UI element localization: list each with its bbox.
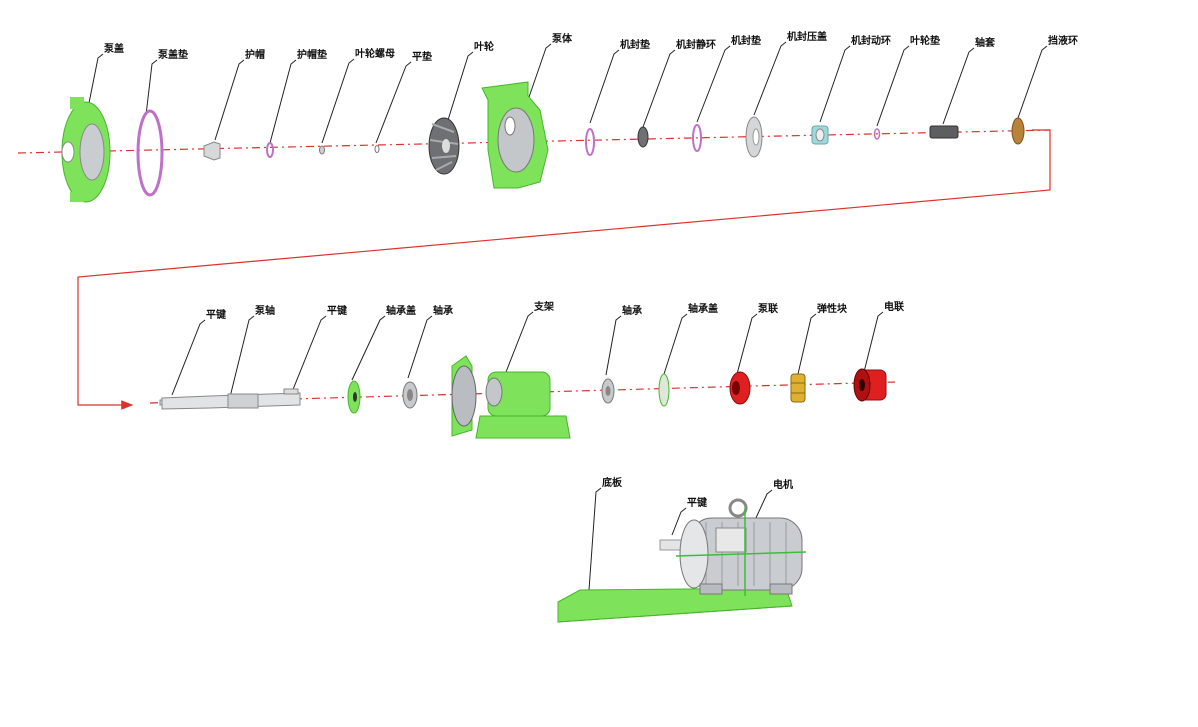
leader-row2-10 [863, 311, 884, 373]
seal-gasket-icon [692, 124, 702, 152]
flat-key-icon [659, 539, 683, 551]
splash-ring-icon [1011, 117, 1025, 145]
label-row1-3: 护帽垫 [297, 48, 327, 61]
label-row1-15: 挡液环 [1048, 34, 1078, 47]
bracket-icon [451, 355, 571, 439]
flat-key-icon [283, 388, 299, 395]
label-row1-8: 机封垫 [620, 38, 650, 51]
pump-cover-gasket-icon [136, 109, 164, 197]
leader-row1-12 [819, 45, 851, 123]
leader-row2-0 [171, 319, 206, 396]
bearing-cover-icon [658, 373, 670, 407]
label-row1-10: 机封垫 [731, 34, 761, 47]
label-row1-11: 机封压盖 [787, 30, 827, 43]
pump-casing-icon [481, 81, 549, 189]
label-row2-3: 轴承盖 [386, 304, 416, 317]
leader-row1-11 [753, 41, 787, 116]
bearing-icon [601, 378, 615, 404]
leader-row2-9 [797, 313, 817, 375]
leader-row1-14 [942, 47, 975, 125]
leader-row1-0 [87, 53, 104, 109]
label-row1-1: 泵盖垫 [158, 48, 188, 61]
label-row1-13: 叶轮垫 [910, 34, 940, 47]
label-row2-9: 弹性块 [817, 302, 848, 315]
pump-shaft-icon [161, 392, 301, 410]
label-row2-2: 平键 [327, 304, 348, 317]
leader-row1-15 [1017, 45, 1048, 119]
leader-row1-9 [642, 49, 676, 128]
leader-row2-3 [351, 315, 386, 381]
seal-rotating-ring-icon [811, 125, 829, 145]
protective-cap-icon [203, 141, 221, 161]
pump-coupling-icon [729, 371, 751, 405]
base-plate-icon [557, 587, 793, 623]
leader-row3-1 [671, 507, 687, 536]
bearing-cover-icon [347, 380, 361, 414]
label-row1-2: 护帽 [245, 48, 265, 61]
leader-row3-0 [588, 487, 602, 591]
cap-gasket-icon [266, 142, 274, 158]
label-row2-4: 轴承 [433, 304, 453, 317]
leader-row1-1 [145, 59, 158, 116]
leader-row2-2 [291, 315, 327, 393]
bearing-icon [402, 381, 418, 409]
label-row1-14: 轴套 [975, 36, 996, 49]
motor-coupling-icon [853, 368, 887, 402]
leader-row2-4 [407, 315, 433, 379]
label-row1-7: 泵体 [552, 32, 573, 45]
leader-row2-7 [663, 313, 688, 375]
pump-cover-icon [61, 97, 111, 203]
impeller-nut-icon [319, 145, 325, 155]
elastic-block-icon [790, 373, 806, 403]
label-row1-0: 泵盖 [104, 42, 124, 55]
label-row1-9: 机封静环 [676, 38, 716, 51]
shaft-sleeve-icon [929, 125, 959, 139]
leader-row2-6 [605, 315, 622, 376]
leader-row1-3 [269, 59, 297, 144]
leader-row1-4 [321, 58, 355, 144]
label-row1-6: 叶轮 [474, 40, 494, 53]
parts [61, 81, 1025, 623]
label-row2-0: 平键 [206, 308, 227, 321]
leader-row1-10 [696, 45, 731, 123]
label-row1-5: 平垫 [412, 50, 432, 63]
impeller-washer-icon [873, 128, 881, 140]
leader-row1-13 [876, 45, 910, 127]
label-row2-8: 泵联 [758, 302, 778, 315]
label-row3-0: 底板 [602, 476, 623, 489]
seal-stationary-ring-icon [637, 126, 649, 148]
axis-connector [77, 129, 1051, 410]
leader-row2-1 [229, 315, 255, 398]
label-row2-7: 轴承盖 [688, 302, 718, 315]
label-row1-4: 叶轮螺母 [355, 47, 395, 60]
label-row2-5: 支架 [533, 300, 554, 313]
labels: 泵盖 泵盖垫 护帽 护帽垫 叶轮螺母 平垫 叶轮 泵体 机封垫 机封静环 机封垫 机封压盖 机封动环 叶轮… [104, 30, 1078, 509]
leader-row2-8 [736, 313, 758, 375]
electric-motor-icon [675, 498, 807, 596]
flat-washer-icon [374, 145, 380, 153]
impeller-icon [428, 117, 460, 175]
leader-row3-2 [754, 489, 773, 521]
seal-gasket-icon [585, 128, 595, 156]
leader-row1-5 [375, 61, 412, 144]
label-row3-2: 电机 [773, 478, 793, 491]
label-row2-6: 轴承 [622, 304, 642, 317]
leader-row1-7 [527, 43, 552, 101]
leader-row1-2 [214, 59, 245, 141]
leader-row1-6 [447, 51, 474, 121]
leader-row2-5 [505, 311, 534, 373]
label-row2-10: 电联 [884, 300, 904, 313]
leader-row1-8 [589, 49, 620, 124]
seal-gland-icon [745, 116, 763, 158]
label-row1-12: 机封动环 [851, 34, 891, 47]
leader-lines [87, 41, 1048, 591]
label-row3-1: 平键 [687, 496, 708, 509]
label-row2-1: 泵轴 [255, 304, 275, 317]
